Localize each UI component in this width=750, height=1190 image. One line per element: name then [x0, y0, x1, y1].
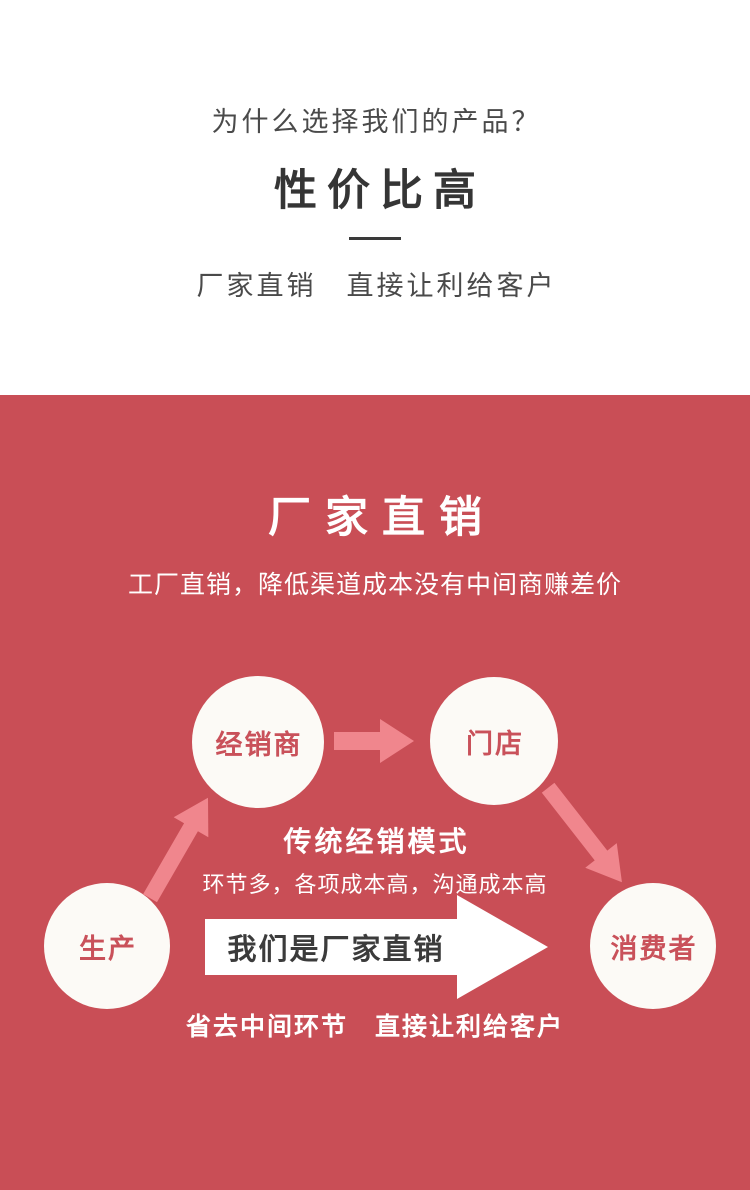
intro-section: 为什么选择我们的产品？ 性价比高 厂家直销 直接让利给客户 [0, 0, 750, 395]
node-distributor-label: 经销商 [215, 729, 303, 760]
node-production: 生产 [44, 883, 170, 1009]
divider [349, 237, 401, 240]
traditional-model-title: 传统经销模式 [283, 827, 470, 858]
node-store-label: 门店 [466, 728, 524, 759]
intro-question: 为什么选择我们的产品？ [211, 107, 542, 137]
node-production-label: 生产 [79, 933, 137, 964]
intro-title: 性价比高 [274, 168, 486, 215]
arrow-distributor-to-store-icon [334, 719, 414, 763]
node-store: 门店 [430, 677, 558, 805]
traditional-model-description: 环节多，各项成本高，沟通成本高 [202, 872, 548, 897]
arrow-production-to-distributor-icon [143, 797, 209, 903]
arrow-store-to-consumer-icon [541, 782, 622, 883]
intro-tagline: 厂家直销 直接让利给客户 [196, 271, 557, 301]
section-title: 厂家直销 [268, 495, 496, 542]
node-consumer: 消费者 [590, 883, 716, 1009]
node-consumer-label: 消费者 [610, 933, 698, 964]
node-distributor: 经销商 [192, 676, 324, 808]
direct-sales-section: 厂家直销 工厂直销，降低渠道成本没有中间商赚差价 经销商 门店 生产 消费者 [0, 395, 750, 1190]
direct-sales-arrow-label: 我们是厂家直销 [227, 934, 445, 966]
distribution-diagram: 经销商 门店 生产 消费者 传统经销模式 环节多，各项成本高 [0, 395, 750, 1190]
direct-sales-arrow-icon [205, 895, 548, 999]
direct-model-description: 省去中间环节 直接让利给客户 [185, 1014, 564, 1041]
section-subtitle: 工厂直销，降低渠道成本没有中间商赚差价 [127, 572, 622, 599]
